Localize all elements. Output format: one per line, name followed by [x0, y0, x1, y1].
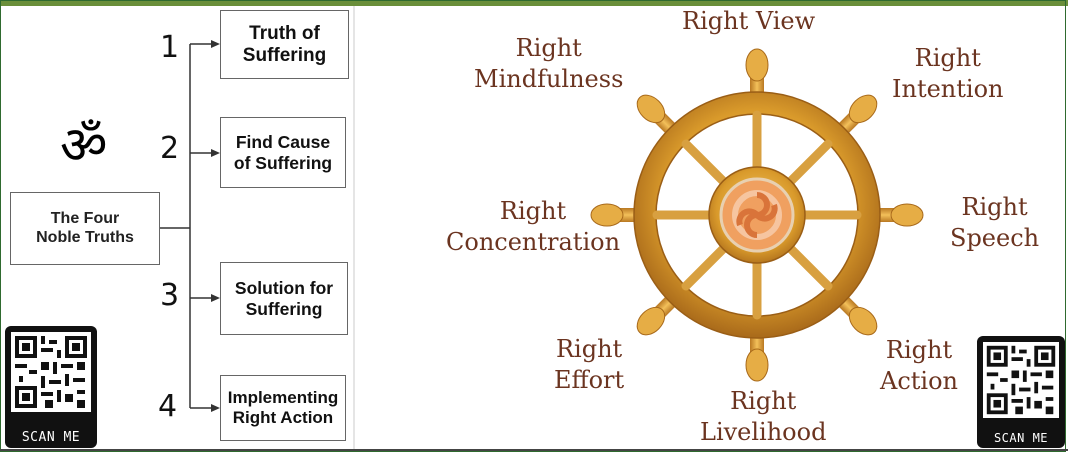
label-right-intention: Right Intention: [892, 44, 1004, 104]
connector-lines: [160, 40, 220, 412]
wheel-rim: [634, 92, 880, 338]
qr-scan-label: SCAN ME: [993, 431, 1049, 445]
label-right-livelihood: Right Livelihood: [700, 387, 827, 447]
arrow-head-2: [211, 149, 220, 157]
arrow-head-1: [211, 40, 220, 48]
qr-code-icon: [11, 332, 91, 412]
arrow-head-4: [211, 404, 220, 412]
label-right-effort: Right Effort: [554, 335, 625, 395]
qr-scan-label: SCAN ME: [21, 430, 81, 445]
qr-code-left[interactable]: SCAN ME: [5, 326, 97, 448]
qr-code-right[interactable]: SCAN ME: [977, 336, 1065, 448]
step-number-2: 2: [160, 131, 180, 166]
swirl-icon: [732, 190, 782, 240]
step-number-3: 3: [160, 278, 180, 313]
label-right-speech: Right Speech: [950, 193, 1040, 253]
truth-box-2: Find Cause of Suffering: [220, 117, 346, 188]
bottom-rule: [0, 449, 1068, 451]
label-right-action: Right Action: [880, 336, 958, 396]
label-right-mindfulness: Right Mindfulness: [474, 34, 624, 94]
om-symbol-icon: ॐ: [60, 116, 108, 176]
step-number-1: 1: [160, 30, 180, 65]
arrow-head-3: [211, 294, 220, 302]
dharma-wheel-icon: [590, 48, 924, 382]
label-right-concentration: Right Concentration: [446, 197, 621, 257]
truth-box-4: Implementing Right Action: [220, 375, 346, 441]
truth-box-1: Truth of Suffering: [220, 10, 349, 79]
panel-divider: [353, 6, 355, 450]
top-accent-bar: [0, 0, 1068, 6]
label-right-view: Right View: [682, 7, 816, 35]
four-noble-truths-box: The Four Noble Truths: [10, 192, 160, 265]
truth-box-3: Solution for Suffering: [220, 262, 348, 335]
qr-code-icon: [983, 342, 1059, 418]
step-number-4: 4: [158, 389, 178, 424]
